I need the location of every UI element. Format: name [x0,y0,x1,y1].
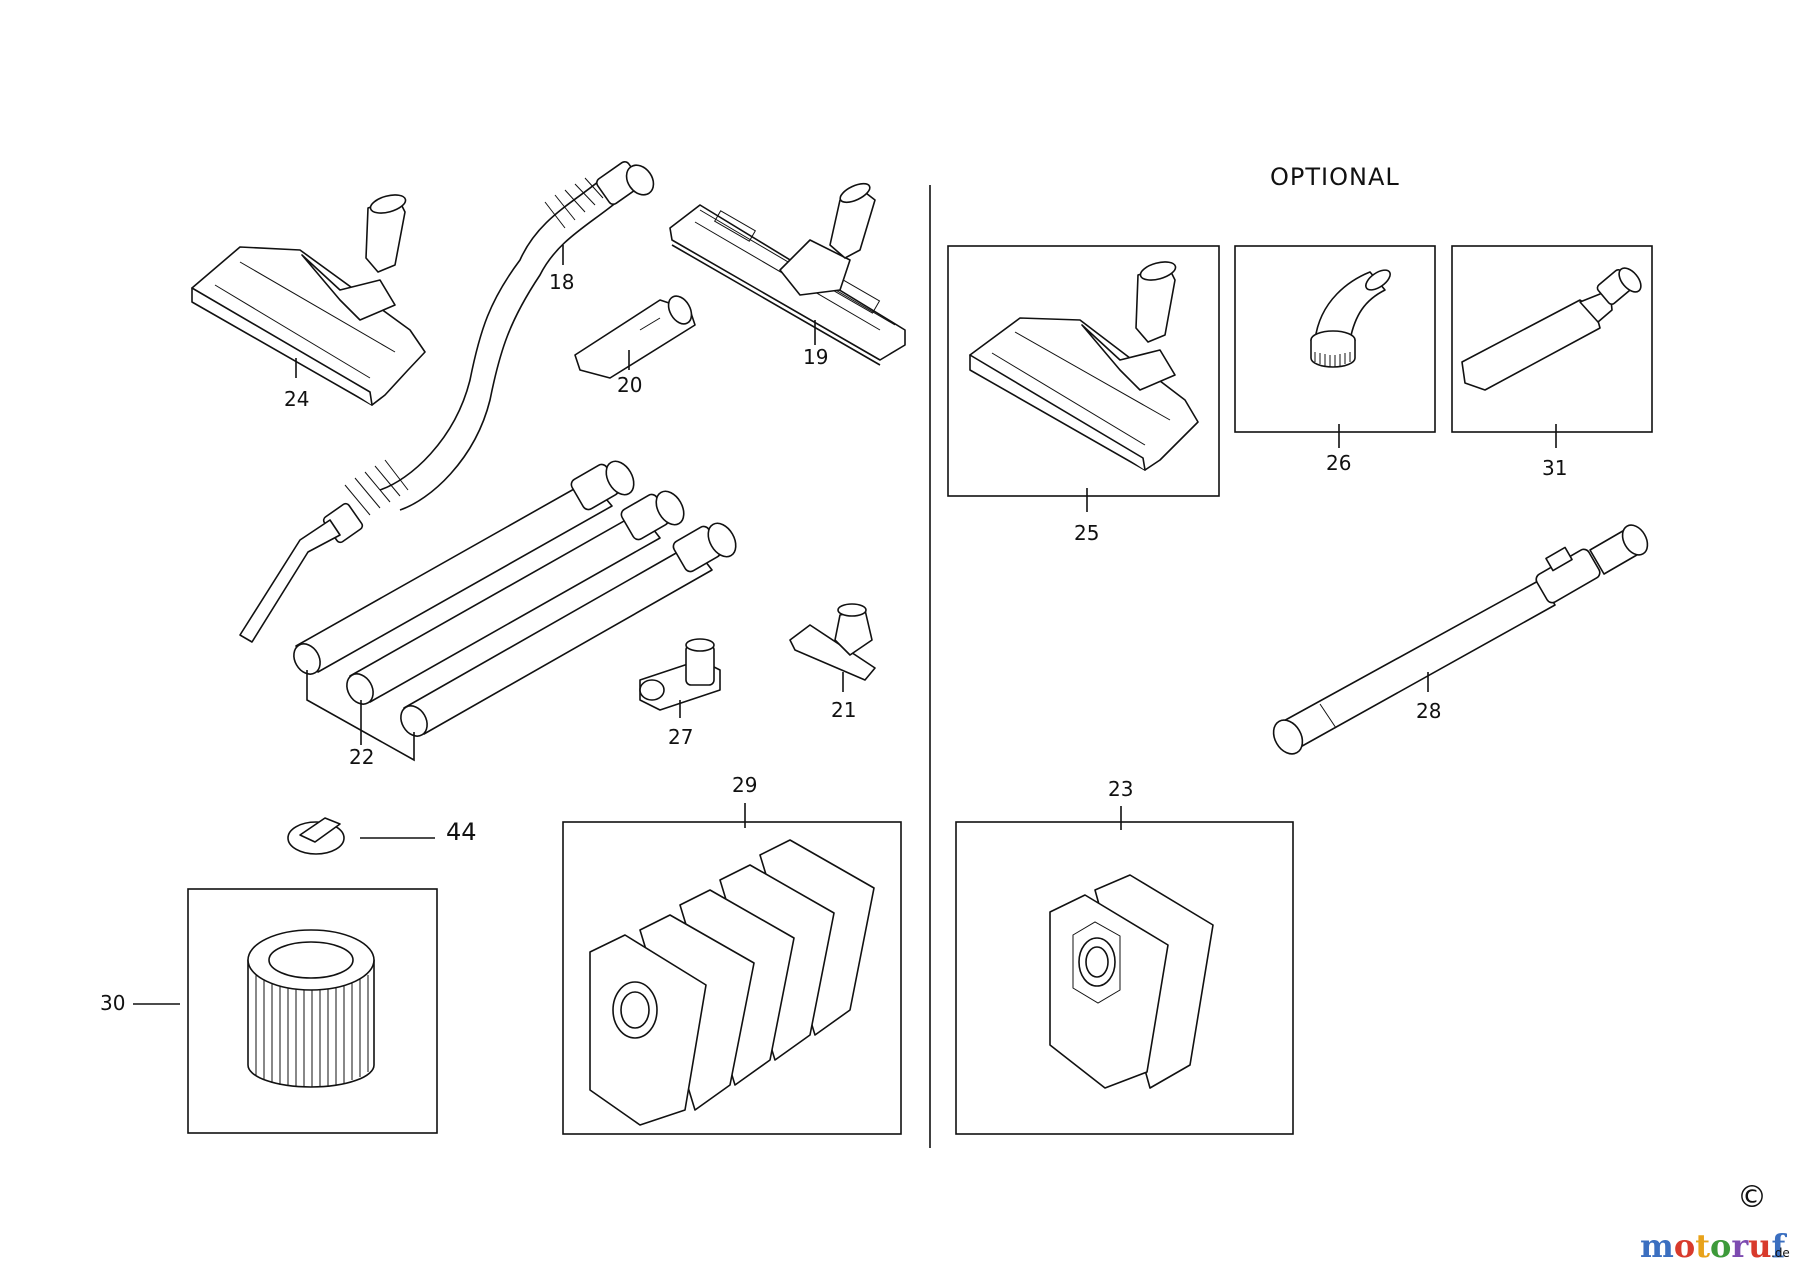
callout-18: 18 [549,270,574,294]
brand-letter: r [1731,1227,1749,1265]
box-26 [1234,245,1436,433]
optional-heading: OPTIONAL [1270,163,1400,191]
callout-31: 31 [1542,456,1567,480]
callout-28: 28 [1416,699,1441,723]
bags-box-23 [955,821,1294,1135]
callout-20: 20 [617,373,642,397]
upholstery-nozzle-21: 21 [789,603,876,722]
knob-44: 44 [287,817,477,855]
callout-24: 24 [284,387,309,411]
brand-letter: u [1748,1227,1771,1265]
callout-19: 19 [803,345,828,369]
filter-bags-29: 29 [562,773,902,1135]
holder-27: 27 [639,638,721,749]
callout-22: 22 [349,745,374,769]
brand-suffix: .de [1771,1246,1790,1260]
callout-30: 30 [100,991,125,1015]
copyright-mark: © [1737,1180,1767,1215]
callout-29: 29 [732,773,757,797]
callout-26: 26 [1326,451,1351,475]
callout-23: 23 [1108,777,1133,801]
filter-box [187,888,438,1134]
callout-27: 27 [668,725,693,749]
bags-box-29 [562,821,902,1135]
box-25 [947,245,1220,497]
callout-25: 25 [1074,521,1099,545]
crevice-nozzle-20: 20 [574,295,696,397]
telescopic-tube-28: 28 [1272,524,1649,755]
optional-floor-nozzle-25: 25 [947,245,1220,545]
callout-21: 21 [831,698,856,722]
brand-letter: m [1640,1227,1674,1265]
extension-tubes-22: 22 [293,460,737,769]
filter-30: 30 [100,888,438,1134]
brand-letter: f [1771,1227,1787,1265]
brand-logo: motoruf .de [1640,1227,1790,1265]
parquet-nozzle-19: 19 [669,182,906,369]
floor-nozzle-24: 24 [191,194,426,411]
callout-44: 44 [446,818,477,846]
svg-text:motoruf: motoruf [1640,1227,1787,1265]
brand-letter: o [1710,1227,1731,1265]
long-crevice-31: 31 [1451,245,1653,480]
hose-18: 18 [239,160,655,643]
brand-letter: o [1674,1227,1695,1265]
filter-bags-23: 23 [955,777,1294,1135]
dust-brush-26: 26 [1234,245,1436,475]
box-31 [1451,245,1653,433]
brand-letter: t [1695,1227,1710,1265]
